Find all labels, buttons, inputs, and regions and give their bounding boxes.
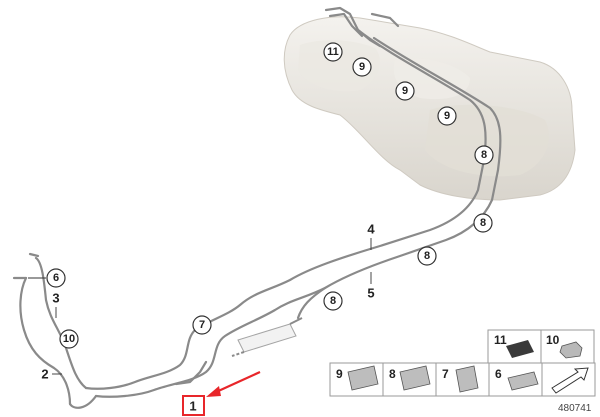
thumb-6-number: 6 xyxy=(495,367,502,381)
svg-text:8: 8 xyxy=(481,149,487,161)
label-5: 5 xyxy=(367,286,374,301)
highlight-part-1: 1 xyxy=(182,370,261,416)
thumb-8-number: 8 xyxy=(389,367,396,381)
label-3: 3 xyxy=(52,291,59,306)
label-leaders xyxy=(28,238,372,375)
svg-text:10: 10 xyxy=(63,333,75,345)
svg-text:6: 6 xyxy=(53,272,59,284)
svg-text:11: 11 xyxy=(327,46,339,58)
thumb-8-clip-icon xyxy=(399,365,431,391)
svg-text:8: 8 xyxy=(330,295,336,307)
callout-11: 11 xyxy=(323,42,343,62)
label-1: 1 xyxy=(189,399,196,414)
thumb-10-number: 10 xyxy=(546,333,560,347)
thumb-10-clip-icon xyxy=(559,341,583,359)
svg-text:9: 9 xyxy=(359,61,365,73)
direction-arrow-icon xyxy=(551,367,589,394)
callout-8a: 8 xyxy=(474,145,494,165)
callout-10: 10 xyxy=(59,329,79,349)
fuel-filter xyxy=(231,317,303,357)
thumb-11-pad-icon xyxy=(506,340,534,358)
parts-thumbnails: 11 10 9 8 7 6 xyxy=(329,329,596,397)
callout-8b: 8 xyxy=(473,213,493,233)
callout-8d: 8 xyxy=(323,291,343,311)
callout-9c: 9 xyxy=(437,106,457,126)
label-2: 2 xyxy=(41,367,48,382)
svg-text:8: 8 xyxy=(424,250,430,262)
callout-7: 7 xyxy=(192,315,212,335)
thumb-9-clip-icon xyxy=(347,365,379,391)
thumb-9-number: 9 xyxy=(336,367,343,381)
callout-6: 6 xyxy=(46,268,66,288)
thumb-7-number: 7 xyxy=(442,367,449,381)
svg-text:8: 8 xyxy=(480,217,486,229)
thumb-6-clip-icon xyxy=(507,371,539,391)
svg-text:9: 9 xyxy=(444,110,450,122)
callout-9b: 9 xyxy=(395,81,415,101)
drawing-number: 480741 xyxy=(558,403,592,414)
thumb-11-number: 11 xyxy=(494,333,507,347)
svg-text:9: 9 xyxy=(402,85,408,97)
fuel-lines xyxy=(12,6,502,409)
label-4: 4 xyxy=(367,222,375,237)
callout-9a: 9 xyxy=(352,57,372,77)
svg-text:7: 7 xyxy=(199,319,205,331)
thumb-7-clip-icon xyxy=(455,365,479,393)
callout-8c: 8 xyxy=(417,246,437,266)
